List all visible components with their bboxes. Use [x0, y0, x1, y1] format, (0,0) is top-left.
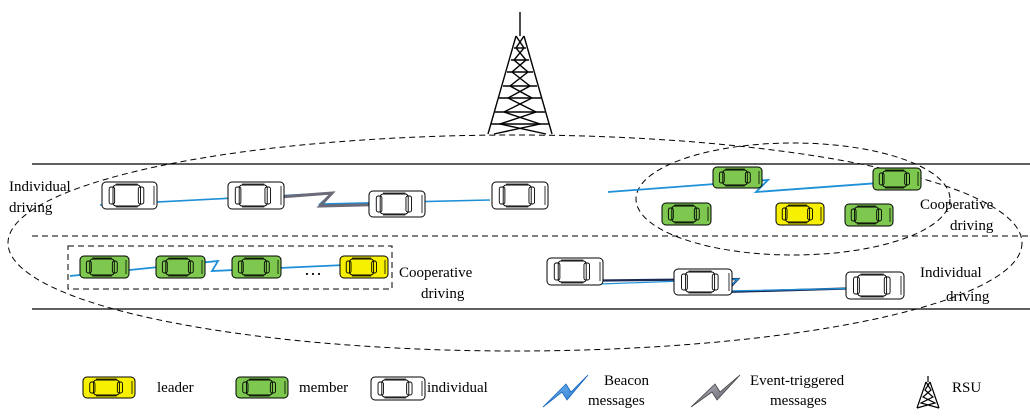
legend-label-member: member — [299, 380, 348, 396]
member-legend-icon — [235, 376, 289, 399]
individual-car-6 — [673, 268, 733, 296]
legend-label-event-2: messages — [770, 393, 827, 409]
cooperative-cluster-top — [635, 142, 951, 256]
region-label-individual-top-2: driving — [9, 200, 53, 216]
legend-label-beacon: Beacon — [604, 373, 649, 389]
member-car-1 — [712, 166, 763, 189]
leader-legend-icon — [82, 376, 136, 399]
rsu-icon — [916, 376, 940, 409]
legend-label-rsu: RSU — [952, 380, 981, 396]
member-car-4 — [844, 203, 894, 227]
beacon-legend-icon — [542, 374, 589, 408]
platoon-ellipsis: … — [304, 259, 322, 279]
member-car-7 — [231, 255, 282, 279]
legend-label-event: Event-triggered — [750, 373, 845, 389]
member-car-6 — [155, 255, 206, 279]
region-label-individual-top: Individual — [9, 179, 71, 195]
individual-car-4 — [491, 181, 549, 210]
individual-legend-icon — [370, 376, 426, 401]
member-car-3 — [661, 202, 712, 226]
individual-car-3 — [368, 190, 426, 218]
event-link-individual-top — [239, 191, 401, 208]
individual-car-5 — [546, 257, 604, 286]
region-label-cooperative-top-2: driving — [950, 218, 994, 234]
region-label-individual-bottom-2: driving — [946, 289, 990, 305]
rsu-coverage-ellipse — [7, 134, 1023, 352]
leader-car-bottom — [339, 255, 389, 279]
legend-label-individual: individual — [427, 380, 488, 396]
rsu-tower — [487, 12, 553, 135]
event-legend-icon — [690, 374, 741, 408]
individual-car-2 — [227, 181, 285, 210]
member-car-5 — [79, 255, 130, 279]
legend-label-leader: leader — [157, 380, 194, 396]
legend-label-beacon-2: messages — [588, 393, 645, 409]
individual-car-7 — [845, 271, 905, 300]
individual-car-1 — [101, 181, 158, 210]
leader-car-top — [775, 202, 825, 226]
region-label-individual-bottom: Individual — [920, 265, 982, 281]
region-label-cooperative-bottom-2: driving — [421, 286, 465, 302]
member-car-2 — [872, 167, 922, 191]
region-label-cooperative-bottom: Cooperative — [399, 265, 473, 281]
platoon-box — [67, 245, 393, 290]
region-label-cooperative-top: Cooperative — [920, 197, 994, 213]
